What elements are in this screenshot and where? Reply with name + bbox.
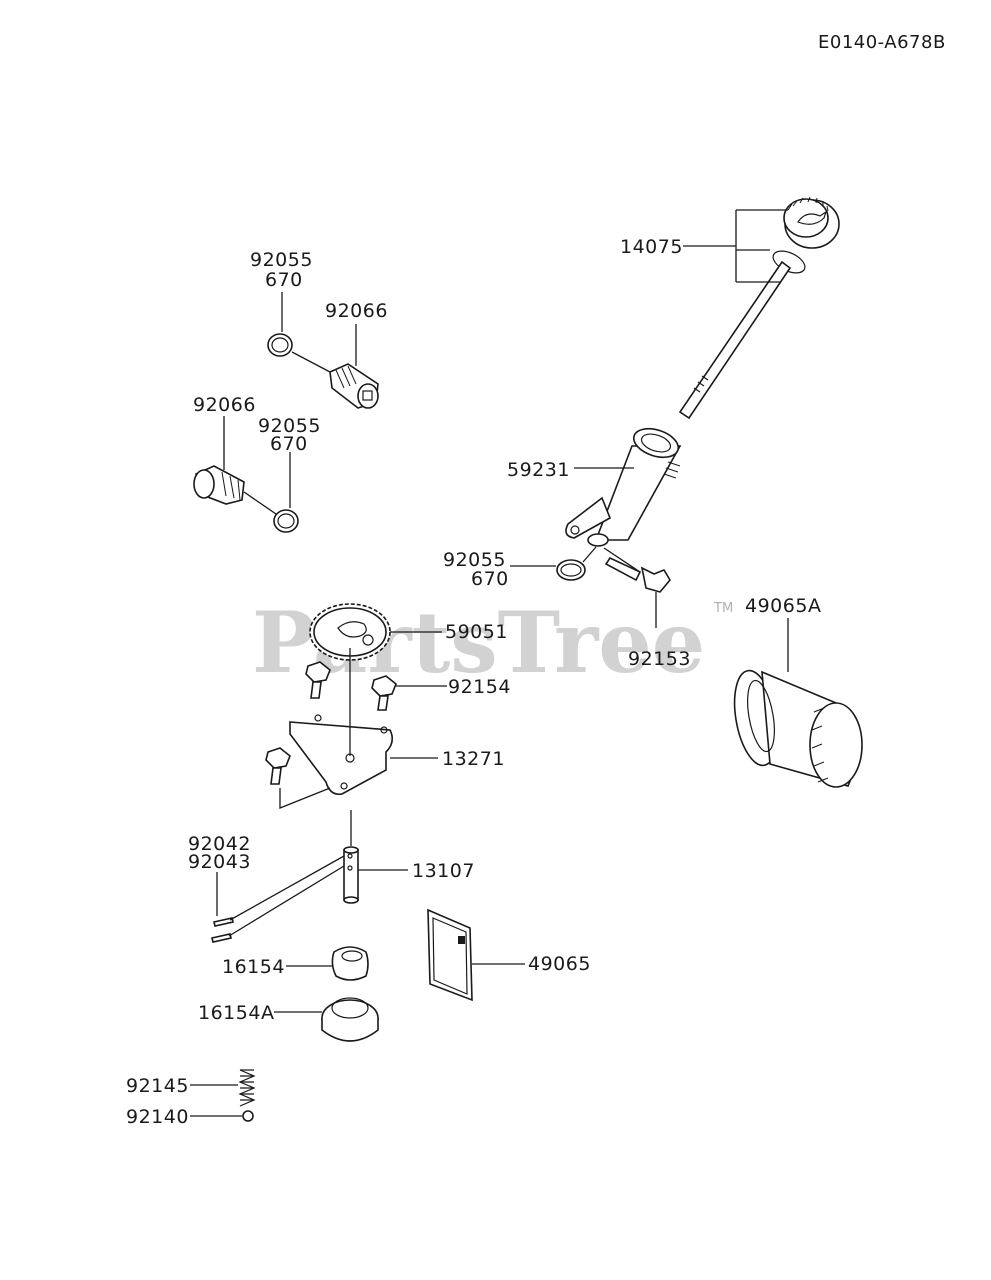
part-59231-fill-tube[interactable]: 59231 — [507, 424, 682, 547]
label-92154: 92154 — [448, 676, 511, 698]
part-13271-plate[interactable]: 13271 — [279, 648, 505, 809]
label-92055-c: 92055 — [443, 549, 506, 571]
label-92066-a: 92066 — [325, 300, 388, 322]
label-92042: 92042 — [188, 833, 251, 855]
part-92055-oring-lower[interactable]: 92055 670 — [243, 415, 321, 533]
part-14075-dipstick[interactable]: 14075 — [620, 196, 840, 420]
part-16154-inner-rotor[interactable]: 16154 — [222, 946, 369, 981]
part-92153-bolt[interactable]: 92153 — [603, 547, 691, 670]
part-92140-ball[interactable]: 92140 — [126, 1106, 254, 1128]
part-49065-screen[interactable]: 49065 — [427, 908, 591, 1002]
label-49065A: 49065A — [745, 595, 821, 617]
part-49065A-oil-filter[interactable]: 49065A — [728, 595, 863, 788]
label-13271: 13271 — [442, 748, 505, 770]
label-92066-b: 92066 — [193, 394, 256, 416]
label-16154A: 16154A — [198, 1002, 274, 1024]
part-92042-92043-pins[interactable]: 92042 92043 — [188, 833, 345, 943]
label-92140: 92140 — [126, 1106, 189, 1128]
label-670-b: 670 — [270, 433, 308, 455]
part-59051-gear[interactable]: 59051 — [309, 603, 508, 661]
label-14075: 14075 — [620, 236, 683, 258]
label-59051: 59051 — [445, 621, 508, 643]
part-92154-bolts[interactable]: 92154 — [265, 661, 511, 785]
label-16154: 16154 — [222, 956, 285, 978]
trademark-mark: TM — [713, 601, 733, 616]
diagram-code: E0140-A678B — [818, 32, 946, 53]
part-92055-oring-upper[interactable]: 92055 670 — [250, 249, 313, 357]
label-92043: 92043 — [188, 851, 251, 873]
label-59231: 59231 — [507, 459, 570, 481]
part-92145-spring[interactable]: 92145 — [126, 1069, 256, 1107]
part-92066-plug-lower[interactable]: 92066 — [193, 394, 256, 505]
label-670-c: 670 — [471, 568, 509, 590]
label-92055-a: 92055 — [250, 249, 313, 271]
part-13107-shaft[interactable]: 13107 — [343, 810, 475, 904]
part-92066-plug-upper[interactable]: 92066 — [291, 300, 388, 409]
label-670-a: 670 — [265, 269, 303, 291]
label-92055-b: 92055 — [258, 415, 321, 437]
label-13107: 13107 — [412, 860, 475, 882]
part-92055-oring-tube[interactable]: 92055 670 — [443, 546, 597, 590]
label-92153: 92153 — [628, 648, 691, 670]
part-16154A-outer-rotor[interactable]: 16154A — [198, 997, 379, 1042]
label-92145: 92145 — [126, 1075, 189, 1097]
label-49065: 49065 — [528, 953, 591, 975]
